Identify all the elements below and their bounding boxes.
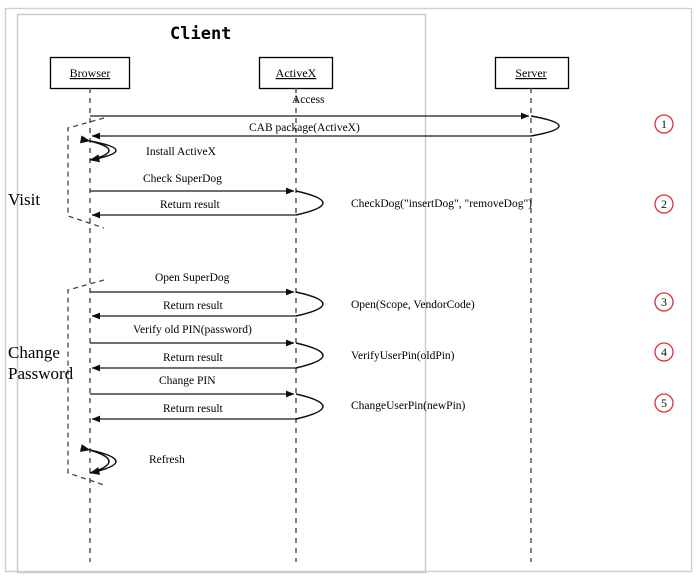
actor-box-server[interactable]: Server [494,56,570,90]
actor-box-browser[interactable]: Browser [49,56,131,90]
step-3[interactable]: 3 [654,292,674,312]
phase-label-visit: Visit [8,190,40,209]
phase-brace-change-password [67,279,105,486]
message-open-superdog[interactable]: Open SuperDog [90,272,295,296]
step-3-label: 3 [661,295,667,309]
message-verify-pin[interactable]: Verify old PIN(password) [90,324,295,347]
actor-group: Browser ActiveX Server [49,56,570,90]
actor-label-server: Server [515,66,546,80]
step-5-label: 5 [661,396,667,410]
message-change-pin[interactable]: Change PIN [90,375,295,398]
phase-brace-visit [67,117,105,229]
message-label-change-annot: ChangeUserPin(newPin) [351,400,466,412]
message-check-return[interactable]: Return result [91,190,324,219]
step-4-label: 4 [661,345,667,359]
phase-brace-group [67,117,105,486]
message-verify-return[interactable]: Return result [91,342,324,372]
step-2-label: 2 [661,197,667,211]
step-5[interactable]: 5 [654,393,674,413]
client-lane-frame [16,13,427,574]
message-label-open-return: Return result [163,300,224,312]
message-check-superdog[interactable]: Check SuperDog [90,173,295,195]
message-label-checkdog-call: CheckDog("insertDog", "removeDog") [351,198,532,210]
phase-label-change-password: Password [8,364,74,383]
message-open-annot[interactable]: Open(Scope, VendorCode) [351,299,475,311]
message-label-access: Access [292,94,325,106]
message-label-refresh: Refresh [149,454,185,466]
message-label-change-pin: Change PIN [159,375,216,387]
message-change-annot[interactable]: ChangeUserPin(newPin) [351,400,466,412]
message-label-change-return: Return result [163,403,224,415]
step-1[interactable]: 1 [654,114,674,134]
actor-label-activex: ActiveX [276,66,317,80]
message-label-verify-return: Return result [163,352,224,364]
message-open-return[interactable]: Return result [91,291,324,320]
message-label-cab-package: CAB package(ActiveX) [249,122,360,134]
message-checkdog-call[interactable]: CheckDog("insertDog", "removeDog") [351,198,532,210]
actor-box-activex[interactable]: ActiveX [258,56,334,90]
phase-label-change-password: Change [8,343,60,362]
message-install-activex[interactable]: Install ActiveX [79,135,217,163]
message-label-verify-annot: VerifyUserPin(oldPin) [351,350,455,362]
step-2[interactable]: 2 [654,194,674,214]
message-label-open-annot: Open(Scope, VendorCode) [351,299,475,311]
message-label-verify-pin: Verify old PIN(password) [133,324,252,336]
message-label-install-activex: Install ActiveX [146,146,217,158]
step-4[interactable]: 4 [654,342,674,362]
message-access[interactable]: Access [292,94,325,106]
message-label-check-return: Return result [160,199,221,211]
message-label-open-superdog: Open SuperDog [155,272,230,284]
message-refresh[interactable]: Refresh [79,444,185,475]
outer-frame [4,7,693,573]
step-number-group: 1 2 3 4 5 [654,114,674,413]
client-lane-title: Client [170,24,231,44]
message-change-return[interactable]: Return result [91,393,324,423]
message-cab-package[interactable]: CAB package(ActiveX) [91,115,560,140]
step-1-label: 1 [661,117,667,131]
actor-label-browser: Browser [70,66,111,80]
message-label-check-superdog: Check SuperDog [143,173,222,185]
message-verify-annot[interactable]: VerifyUserPin(oldPin) [351,350,455,362]
